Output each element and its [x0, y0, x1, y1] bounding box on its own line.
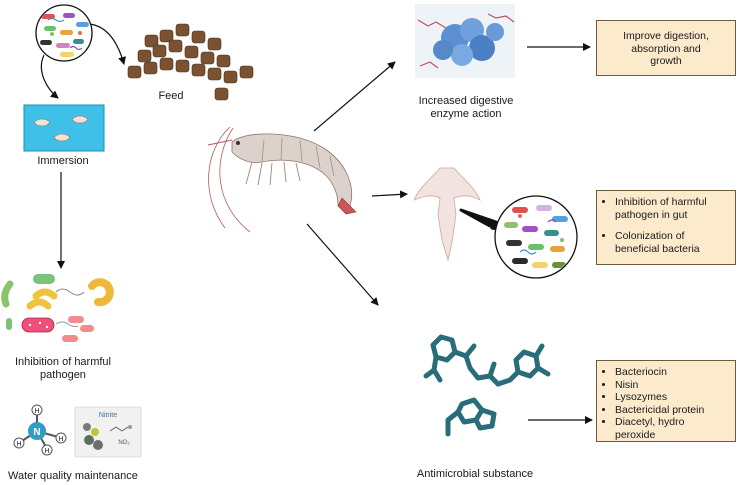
- nitrite-label: Nitrite: [99, 412, 117, 419]
- substance-item: Nisin: [615, 379, 729, 392]
- pathogen-cluster: [1, 274, 114, 342]
- arrow-shrimp-to-antimicrobial: [306, 223, 379, 306]
- arrow-bacteria-to-immersion: [40, 54, 59, 99]
- substance-item: Lysozymes: [615, 391, 729, 404]
- digestion-box: Improve digestion, absorption and growth: [596, 20, 736, 76]
- arrow-shrimp-to-enzyme: [313, 61, 396, 132]
- no2-label: NO₂: [118, 440, 130, 446]
- ammonia-nitrogen-label: N: [33, 427, 40, 438]
- gut-effects-box: Inhibition of harmful pathogen in gut Co…: [596, 190, 736, 265]
- inhibition-pathogen-label: Inhibition of harmful pathogen: [15, 356, 111, 381]
- substance-item: Diacetyl, hydro peroxide: [615, 416, 729, 441]
- bacteria-circle-top: [35, 4, 93, 62]
- feed-label: Feed: [158, 90, 184, 102]
- immersion-label: Immersion: [37, 155, 89, 167]
- arrow-shrimp-to-larva: [371, 190, 408, 199]
- ammonia-hydrogen-label: H: [34, 408, 39, 415]
- water-quality-label: Water quality maintenance: [8, 470, 138, 482]
- ammonia-hydrogen-label: H: [44, 448, 49, 455]
- feed-pellets: [127, 23, 254, 101]
- substance-item: Bacteriocin: [615, 366, 729, 379]
- enzyme-illustration: [415, 4, 515, 78]
- substance-item: Bactericidal protein: [615, 404, 729, 417]
- shrimp: [207, 126, 357, 233]
- gut-effect-item: Inhibition of harmful pathogen in gut: [615, 196, 729, 221]
- enzyme-label: Increased digestive enzyme action: [418, 95, 514, 120]
- antimicrobial-molecules: [423, 334, 551, 437]
- ammonia-molecule: [13, 404, 67, 456]
- immersion-tank: [23, 104, 105, 152]
- ammonia-hydrogen-label: H: [58, 436, 63, 443]
- nitrite-panel: [74, 406, 142, 458]
- antimicrobial-label: Antimicrobial substance: [416, 468, 534, 480]
- arrows: [40, 23, 593, 424]
- ammonia-hydrogen-label: H: [16, 441, 21, 448]
- larva: [413, 167, 481, 262]
- bacteria-circle-gut: [494, 195, 578, 279]
- antimicrobial-substances-box: Bacteriocin Nisin Lysozymes Bactericidal…: [596, 360, 736, 442]
- gut-effect-item: Colonization of beneficial bacteria: [615, 230, 729, 255]
